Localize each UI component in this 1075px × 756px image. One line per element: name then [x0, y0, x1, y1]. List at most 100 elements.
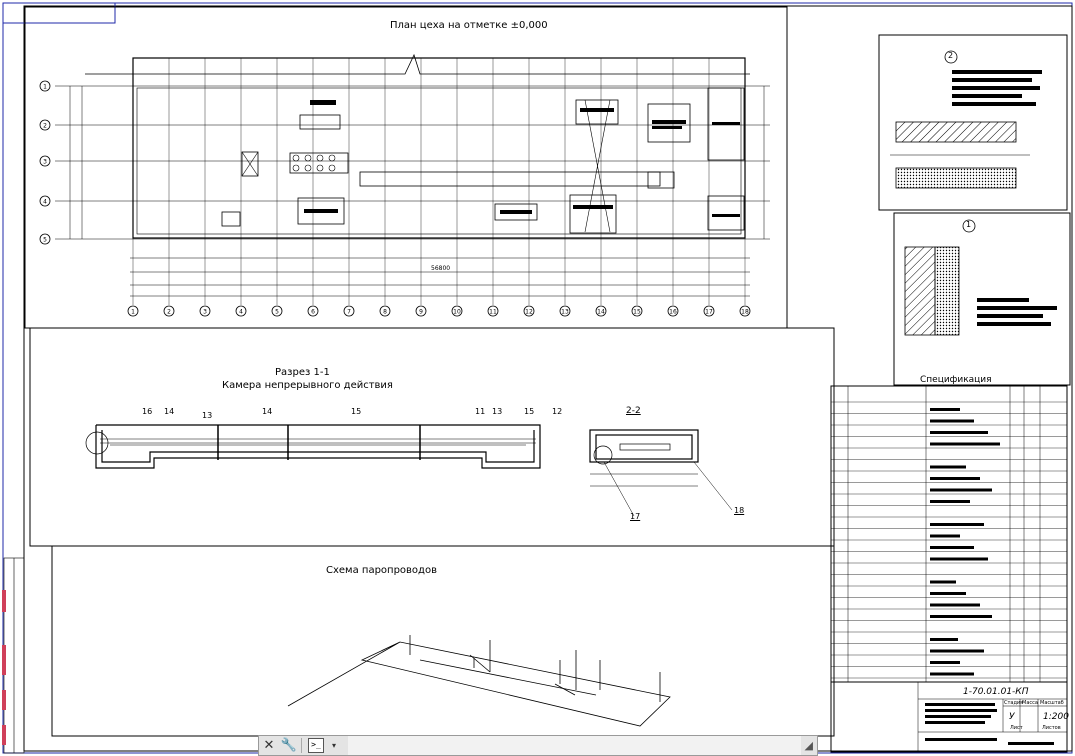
svg-text:8: 8 [383, 309, 387, 316]
svg-text:4: 4 [239, 309, 243, 316]
svg-text:10: 10 [453, 309, 461, 316]
column-axis-bubble: 12 [523, 305, 535, 317]
spec-row-text [930, 672, 974, 676]
command-line-bar: ✕ 🔧 >_ ▾ ◢ [258, 735, 818, 756]
spec-row-text [930, 638, 958, 641]
callout-14b: 14 [262, 407, 273, 416]
spec-row-text [930, 500, 970, 503]
stage-value: У [1009, 712, 1015, 722]
svg-text:5: 5 [275, 309, 279, 316]
scale-value: 1:200 [1043, 712, 1069, 722]
column-axis-bubble: 1 [127, 305, 139, 317]
callout-13b: 13 [492, 407, 503, 416]
callout-13a: 13 [202, 411, 213, 420]
spec-row-text [930, 661, 960, 664]
svg-text:17: 17 [705, 309, 713, 316]
stamp-mark-4 [2, 725, 6, 745]
callout-15b: 15 [524, 407, 535, 416]
callout-17: 17 [630, 512, 641, 521]
svg-text:12: 12 [525, 309, 533, 316]
stage-header: Стадия [1004, 700, 1024, 706]
spec-row-text [930, 534, 960, 538]
spec-row-text [930, 592, 966, 595]
command-prompt-icon: >_ [308, 738, 324, 753]
stamp-mark-2 [2, 645, 6, 675]
svg-text:3: 3 [43, 159, 47, 166]
svg-text:2: 2 [167, 309, 171, 316]
svg-text:9: 9 [419, 309, 423, 316]
column-axis-bubble: 2 [163, 305, 175, 317]
column-axis-bubble: 4 [235, 305, 247, 317]
svg-text:6: 6 [311, 309, 315, 316]
callout-15a: 15 [351, 407, 362, 416]
svg-text:14: 14 [597, 309, 605, 316]
svg-text:13: 13 [561, 309, 569, 316]
spec-row-text [930, 442, 1000, 446]
callout-12: 12 [552, 407, 563, 416]
spec-row-text [930, 419, 974, 423]
svg-text:5: 5 [43, 237, 47, 244]
spec-row-text [930, 649, 984, 653]
dropdown-arrow-icon[interactable]: ▾ [331, 741, 336, 750]
column-axis-bubble: 6 [307, 305, 319, 317]
row-axis-bubble: 1 [39, 80, 51, 92]
column-axis-bubble: 17 [703, 305, 715, 317]
svg-text:4: 4 [43, 199, 47, 206]
spec-row-text [930, 557, 988, 561]
svg-text:1: 1 [131, 309, 135, 316]
column-axis-bubble: 13 [559, 305, 571, 317]
spec-row-text [930, 580, 956, 584]
svg-text:7: 7 [347, 309, 351, 316]
detail-2-marker: 2 [948, 51, 954, 60]
column-axis-bubble: 16 [667, 305, 679, 317]
steam-title: Схема паропроводов [326, 565, 437, 576]
callout-16: 16 [142, 407, 153, 416]
column-axis-bubble: 8 [379, 305, 391, 317]
column-axis-bubble: 9 [415, 305, 427, 317]
section-title: Разрез 1-1 [275, 367, 330, 378]
svg-text:11: 11 [489, 309, 497, 316]
spec-row-text [930, 408, 960, 411]
column-axis-bubble: 14 [595, 305, 607, 317]
spec-row-text [930, 477, 980, 480]
toolbar-separator [301, 738, 302, 753]
plan-title: План цеха на отметке ±0,000 [390, 20, 548, 31]
sheet-header: Лист [1010, 725, 1023, 731]
mass-header: Масса [1022, 700, 1038, 706]
callout-14a: 14 [164, 407, 175, 416]
detail-1-marker: 1 [966, 220, 972, 229]
stamp-mark-3 [2, 690, 6, 710]
row-axis-bubble: 4 [39, 195, 51, 207]
callout-18: 18 [734, 506, 745, 515]
column-axis-bubble: 10 [451, 305, 463, 317]
column-axis-bubble: 7 [343, 305, 355, 317]
spec-row-text [930, 523, 984, 526]
drawing-code: 1-70.01.01-КП [963, 687, 1029, 697]
close-icon[interactable]: ✕ [263, 738, 275, 753]
spec-row-text [930, 465, 966, 469]
svg-text:2: 2 [43, 123, 47, 130]
spec-row-text [930, 603, 980, 607]
section-cut-label: 2-2 [626, 406, 641, 416]
section-subtitle: Камера непрерывного действия [222, 380, 393, 391]
row-axis-bubble: 2 [39, 119, 51, 131]
spec-title: Спецификация [920, 375, 992, 385]
spec-row-text [930, 431, 988, 434]
command-input[interactable] [348, 736, 801, 755]
svg-text:18: 18 [741, 309, 749, 316]
stamp-mark-1 [2, 590, 6, 612]
row-axis-bubble: 3 [39, 155, 51, 167]
svg-text:16: 16 [669, 309, 677, 316]
column-axis-bubble: 18 [739, 305, 751, 317]
row-axis-bubble: 5 [39, 233, 51, 245]
wrench-icon[interactable]: 🔧 [280, 738, 298, 753]
column-axis-bubble: 11 [487, 305, 499, 317]
callout-11: 11 [475, 407, 486, 416]
scale-header: Масштаб [1040, 700, 1064, 706]
svg-text:3: 3 [203, 309, 207, 316]
resize-handle[interactable]: ◢ [804, 739, 813, 752]
spec-row-text [930, 488, 992, 492]
plan-total-dimension: 56800 [431, 265, 451, 272]
sheets-header: Листов [1042, 725, 1061, 731]
